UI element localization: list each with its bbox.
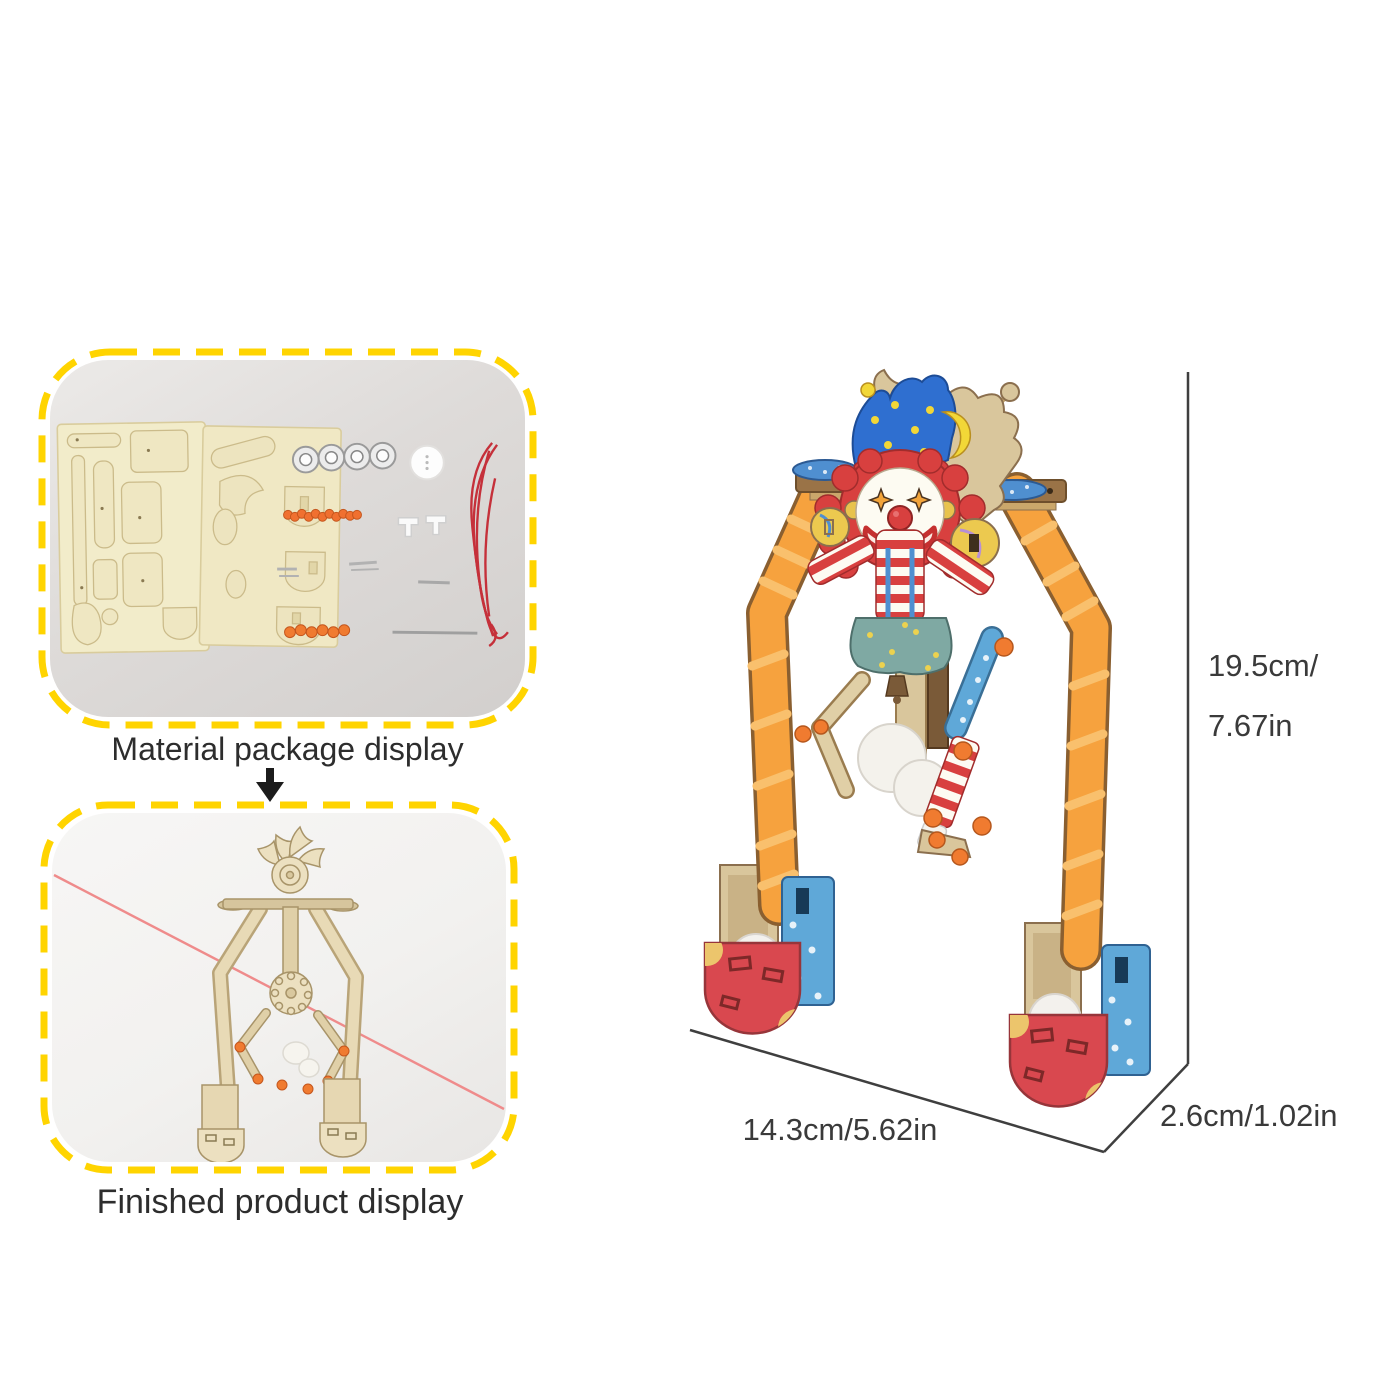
- clown-shorts: [849, 617, 953, 704]
- wooden-toy: [197, 825, 367, 1162]
- height-label-in: 7.67in: [1208, 708, 1293, 743]
- wooden-foot-left: [197, 1084, 245, 1162]
- red-string: [470, 442, 509, 647]
- dashed-border: [40, 801, 518, 1174]
- finished-photo: [52, 813, 506, 1162]
- mechanism: [794, 626, 1014, 866]
- material-kit-illustration: [56, 421, 509, 654]
- dashed-border: [38, 348, 537, 729]
- height-label-cm: 19.5cm/: [1208, 648, 1319, 683]
- side-disc-left: [810, 507, 850, 547]
- material-caption: Material package display: [111, 731, 464, 767]
- arch-legs: [746, 467, 1112, 971]
- arrow-down-icon: [256, 768, 284, 802]
- screw-strip: [283, 508, 362, 522]
- button-part: [409, 444, 445, 481]
- depth-label: 2.6cm/1.02in: [1160, 1098, 1338, 1133]
- wooden-foot-right: [319, 1078, 367, 1158]
- star-eye-left: [867, 486, 895, 514]
- orange-beads: [284, 624, 351, 639]
- plywood-sheet-left: [56, 421, 210, 654]
- star-eye-right: [905, 486, 933, 514]
- clown-nose: [887, 505, 913, 531]
- material-photo: [50, 360, 525, 717]
- finished-product-panel: [40, 801, 518, 1174]
- washers: [291, 441, 397, 474]
- material-package-panel: [38, 348, 537, 729]
- finished-caption: Finished product display: [96, 1183, 464, 1221]
- plastic-clips: [397, 515, 447, 538]
- clown-body: [807, 529, 995, 623]
- width-label: 14.3cm/5.62in: [742, 1112, 938, 1147]
- finished-toy-illustration: [53, 825, 505, 1162]
- product-photo-clown-toy: [703, 368, 1151, 1108]
- metal-pins: [277, 560, 478, 635]
